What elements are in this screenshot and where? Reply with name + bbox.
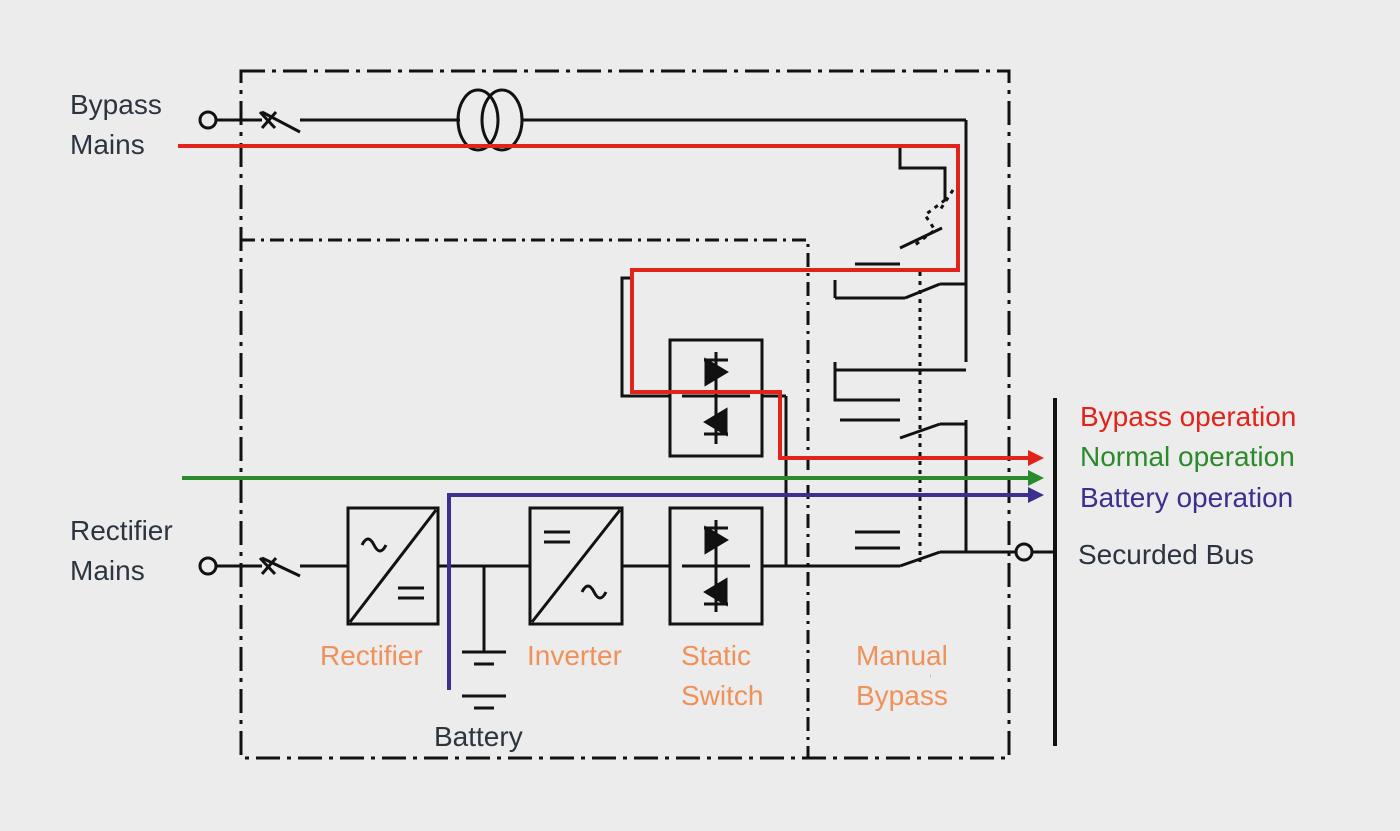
legend-normal-operation: Normal operation [1080,441,1295,472]
legend-bypass-operation: Bypass operation [1080,401,1296,432]
transformer-coil-left [456,88,500,152]
rectifier-input-switch [261,556,301,578]
manual-bypass-label-line2: Bypass [856,680,948,711]
secured-bus-label: Securded Bus [1078,539,1254,570]
bypass-input-switch [261,110,301,134]
bypass-input-terminal [198,110,218,130]
static-switch-label-line1: Static [681,640,751,671]
sine-wave-icon [360,537,388,553]
battery-label: Battery [434,721,523,752]
inverter-block [528,506,624,626]
dc-lines-icon [544,530,570,544]
dc-lines-icon [398,586,424,600]
mechanical-linkage [914,189,955,562]
rectifier-mains-label-line2: Mains [70,555,145,586]
thyristor-icon [682,520,750,612]
bypass-mains-label-line2: Mains [70,129,145,160]
battery-operation-path [447,487,1044,690]
transformer-coil-right [480,88,524,152]
rectifier-mains-label-line1: Rectifier [70,515,173,546]
manual-bypass-label-line1: Manual [856,640,948,671]
sine-wave-icon [580,584,608,600]
labels: Bypass Mains Rectifier Mains Rectifier I… [70,89,1296,752]
thyristor-icon [682,352,750,444]
inner-module-boundary [241,238,810,758]
rectifier-block [346,506,440,626]
bypass-operation-path [178,144,1044,466]
legend-battery-operation: Battery operation [1080,482,1293,513]
rectifier-label: Rectifier [320,640,423,671]
output-terminal [1014,542,1034,562]
enclosure-boundaries [239,69,1011,760]
static-switch-label-line2: Switch [681,680,763,711]
rectifier-input-terminal [198,556,218,576]
outer-cabinet-boundary [239,69,1011,760]
static-switch-block [668,506,764,626]
bypass-static-switch-block [668,338,764,458]
normal-operation-path [182,470,1044,486]
bypass-mains-label-line1: Bypass [70,89,162,120]
inverter-label: Inverter [527,640,622,671]
